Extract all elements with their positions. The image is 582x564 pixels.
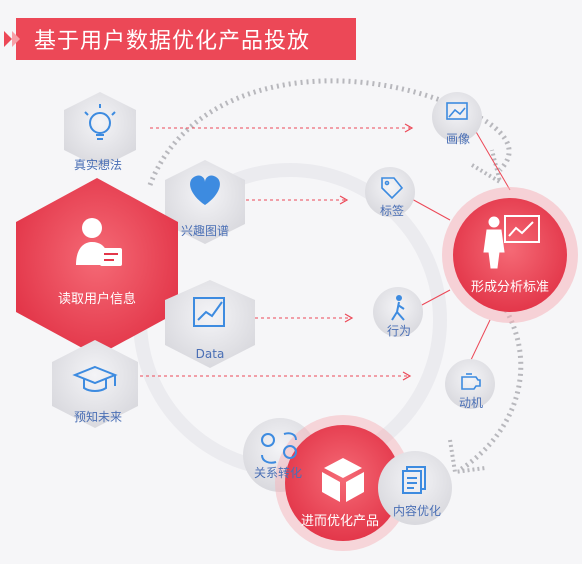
title-marker bbox=[4, 31, 12, 47]
graduation-cap-icon bbox=[72, 365, 118, 392]
label-tag: 标签 bbox=[379, 204, 405, 218]
outer-dotted-arc bbox=[147, 78, 512, 186]
relation-icon bbox=[261, 432, 297, 464]
circle-portrait bbox=[432, 92, 482, 142]
circle-motive bbox=[445, 359, 495, 409]
hex-read-user-info bbox=[16, 178, 178, 356]
document-icon bbox=[402, 466, 426, 494]
dotted-arrowhead-top bbox=[470, 149, 504, 187]
user-card-icon bbox=[76, 218, 122, 266]
heart-icon bbox=[190, 175, 220, 205]
label-read-user-info: 读取用户信息 bbox=[57, 292, 137, 307]
title-banner: 基于用户数据优化产品投放 bbox=[4, 18, 356, 60]
lightbulb-icon bbox=[84, 104, 116, 140]
label-portrait: 画像 bbox=[445, 132, 471, 146]
label-form-standard: 形成分析标准 bbox=[470, 280, 550, 295]
presenter-icon bbox=[483, 215, 540, 269]
chart-icon bbox=[193, 297, 225, 327]
engine-icon bbox=[461, 373, 481, 390]
label-predict-future: 预知未来 bbox=[73, 410, 123, 424]
tag-icon bbox=[381, 177, 404, 200]
label-content-optimize: 内容优化 bbox=[392, 504, 442, 518]
label-interest-graph: 兴趣图谱 bbox=[180, 224, 230, 238]
label-real-idea: 真实想法 bbox=[73, 158, 123, 172]
portrait-icon bbox=[446, 102, 468, 120]
label-data: Data bbox=[195, 347, 225, 361]
label-motive: 动机 bbox=[458, 396, 484, 410]
connector-arrows bbox=[140, 127, 410, 377]
hex-data bbox=[165, 280, 255, 368]
title-marker-light bbox=[12, 31, 20, 47]
hex-real-idea bbox=[64, 92, 136, 168]
box-icon bbox=[322, 458, 364, 502]
page-title: 基于用户数据优化产品投放 bbox=[34, 29, 311, 54]
circle-tag bbox=[365, 167, 415, 217]
dotted-arrowhead-bottom bbox=[448, 439, 486, 475]
label-relation-convert: 关系转化 bbox=[253, 466, 303, 480]
hub-lines bbox=[409, 129, 511, 363]
label-improve-product: 进而优化产品 bbox=[300, 514, 380, 529]
label-behavior: 行为 bbox=[386, 324, 412, 338]
walking-person-icon bbox=[391, 295, 405, 321]
circle-improve bbox=[285, 425, 401, 541]
